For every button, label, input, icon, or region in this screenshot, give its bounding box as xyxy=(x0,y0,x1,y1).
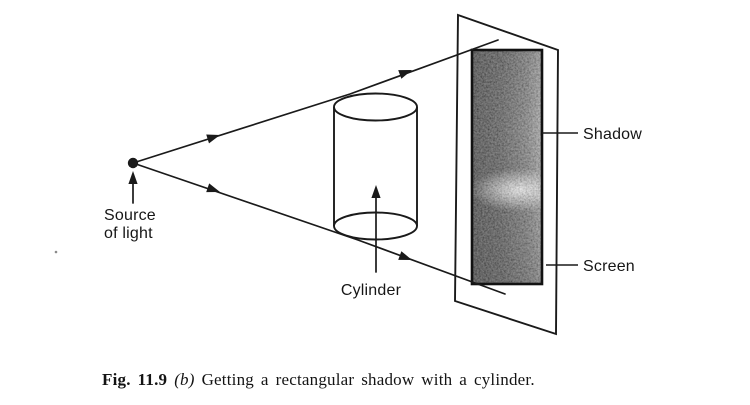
scan-speck xyxy=(54,250,58,254)
shadow-border xyxy=(470,48,544,286)
light-ray-lower xyxy=(132,162,506,295)
source-label-line1: Source xyxy=(104,207,156,224)
caption-part-label: (b) xyxy=(174,370,195,389)
figure-caption: Fig. 11.9 (b) Getting a rectangular shad… xyxy=(102,370,662,390)
caption-figure-number: Fig. 11.9 xyxy=(102,370,168,389)
caption-text: Getting a rectangular shadow with a cyli… xyxy=(201,370,535,389)
light-ray-upper xyxy=(132,39,499,164)
arrowhead-icon xyxy=(398,251,412,260)
arrowhead-icon xyxy=(206,183,220,193)
arrowhead-icon xyxy=(371,185,381,198)
source-label-line2: of light xyxy=(104,225,153,242)
shadow-label: Shadow xyxy=(583,126,642,143)
cylinder-label: Cylinder xyxy=(341,282,402,299)
screen-label: Screen xyxy=(583,258,635,275)
arrowhead-icon xyxy=(128,171,138,184)
shadow-grain-texture xyxy=(472,50,542,284)
light-source-dot xyxy=(127,157,139,169)
arrowhead-icon xyxy=(398,70,412,79)
shadow-patch xyxy=(470,48,544,286)
arrowhead-icon xyxy=(206,134,220,144)
